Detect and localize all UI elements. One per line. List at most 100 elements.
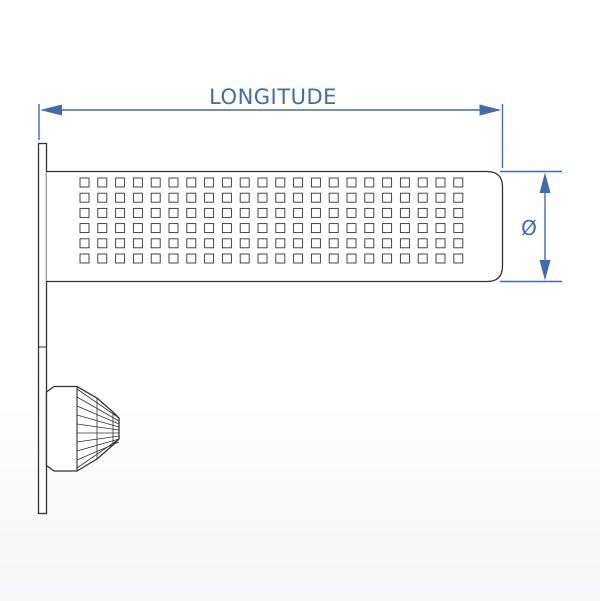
diameter-label: Ø (521, 216, 537, 240)
perforation-hole (310, 238, 321, 249)
perforation-hole (221, 177, 232, 188)
perforation-hole (310, 223, 321, 234)
perforation-hole (97, 238, 108, 249)
perforation-hole (168, 207, 179, 218)
perforation-hole (364, 223, 375, 234)
perforation-hole (204, 223, 215, 234)
perforation-hole (453, 253, 464, 264)
perforation-hole (97, 253, 108, 264)
perforated-shank (46, 170, 504, 283)
perforation-hole (382, 177, 393, 188)
perforation-hole (435, 253, 446, 264)
perforation-hole (382, 238, 393, 249)
perforation-hole (168, 177, 179, 188)
perforation-hole (168, 238, 179, 249)
perforation-hole (257, 192, 268, 203)
perforation-hole (239, 192, 250, 203)
perforation-hole (293, 192, 304, 203)
perforation-hole (257, 207, 268, 218)
perforation-hole (150, 238, 161, 249)
perforation-hole (275, 238, 286, 249)
perforation-hole (399, 207, 410, 218)
perforation-hole (382, 207, 393, 218)
perforation-hole (417, 253, 428, 264)
perforation-hole (364, 253, 375, 264)
perforation-hole (328, 207, 339, 218)
perforation-hole (79, 207, 90, 218)
perforation-hole (435, 177, 446, 188)
perforation-hole (168, 192, 179, 203)
perforation-hole (221, 223, 232, 234)
perforation-hole (239, 207, 250, 218)
perforation-hole (79, 192, 90, 203)
perforation-hole (257, 238, 268, 249)
perforation-hole (186, 253, 197, 264)
perforation-hole (328, 177, 339, 188)
perforation-hole (168, 253, 179, 264)
perforation-hole (399, 253, 410, 264)
perforation-hole (399, 192, 410, 203)
perforation-hole (186, 223, 197, 234)
perforation-hole (453, 207, 464, 218)
perforation-grid (79, 177, 464, 264)
perforation-hole (97, 192, 108, 203)
perforation-hole (150, 207, 161, 218)
perforation-hole (453, 223, 464, 234)
perforation-hole (204, 192, 215, 203)
perforation-hole (453, 238, 464, 249)
perforation-hole (399, 177, 410, 188)
perforation-hole (382, 223, 393, 234)
perforation-hole (310, 253, 321, 264)
perforation-hole (132, 253, 143, 264)
perforation-hole (275, 253, 286, 264)
perforation-hole (186, 192, 197, 203)
perforation-hole (346, 253, 357, 264)
perforation-hole (97, 177, 108, 188)
diameter-arrow-top (539, 172, 551, 193)
base-plate (37, 142, 48, 515)
perforation-hole (453, 192, 464, 203)
perforation-hole (275, 177, 286, 188)
perforation-hole (328, 223, 339, 234)
perforation-hole (417, 238, 428, 249)
perforation-hole (239, 177, 250, 188)
perforation-hole (132, 177, 143, 188)
perforation-hole (186, 177, 197, 188)
length-arrow-right (479, 104, 502, 116)
perforation-hole (310, 192, 321, 203)
length-arrow-left (40, 104, 62, 116)
perforation-hole (364, 177, 375, 188)
perforation-hole (453, 177, 464, 188)
perforation-hole (328, 253, 339, 264)
perforation-hole (239, 238, 250, 249)
perforation-hole (382, 192, 393, 203)
perforation-hole (275, 207, 286, 218)
perforation-hole (293, 238, 304, 249)
perforation-hole (79, 238, 90, 249)
perforation-hole (293, 207, 304, 218)
perforation-hole (399, 223, 410, 234)
perforation-hole (275, 192, 286, 203)
perforation-hole (346, 223, 357, 234)
perforation-hole (115, 238, 126, 249)
perforation-hole (346, 207, 357, 218)
perforation-hole (115, 223, 126, 234)
perforation-hole (364, 192, 375, 203)
perforation-hole (221, 192, 232, 203)
perforation-hole (239, 223, 250, 234)
perforation-hole (186, 238, 197, 249)
perforation-hole (310, 207, 321, 218)
perforation-hole (204, 238, 215, 249)
perforation-hole (221, 238, 232, 249)
perforation-hole (79, 223, 90, 234)
perforation-hole (132, 223, 143, 234)
perforation-hole (150, 192, 161, 203)
perforation-hole (417, 207, 428, 218)
diameter-arrow-bottom (539, 260, 551, 281)
diameter-dimension: Ø (500, 170, 562, 283)
perforation-hole (346, 192, 357, 203)
conical-plug (45, 385, 120, 472)
perforation-hole (150, 177, 161, 188)
perforation-hole (293, 223, 304, 234)
